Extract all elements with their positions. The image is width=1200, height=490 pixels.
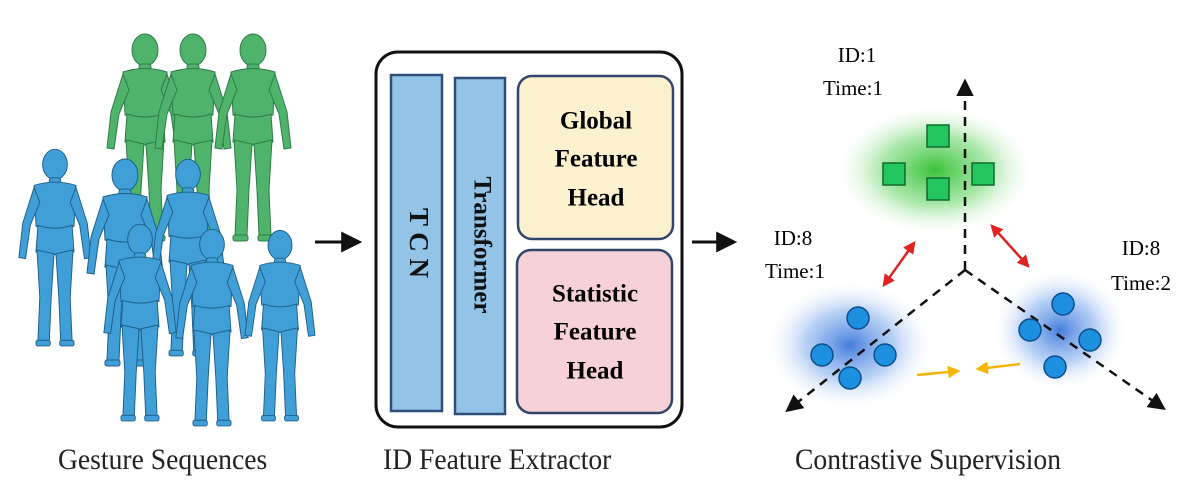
axis-down-left xyxy=(785,269,966,413)
statistic-feature-head xyxy=(515,248,674,415)
caption-gesture-sequences: Gesture Sequences xyxy=(58,443,268,476)
blue-dot xyxy=(873,343,897,367)
blue-figures xyxy=(18,148,316,427)
global-head-line2: Feature xyxy=(555,146,638,173)
tcn-label: T C N xyxy=(404,208,434,279)
blue-left-id-label: ID:8 xyxy=(774,226,813,250)
green-square xyxy=(926,177,950,201)
statistic-head-line2: Feature xyxy=(554,319,637,346)
blue-dots-right xyxy=(1018,292,1102,379)
contrastive-space: ID:1 Time:1 ID:8 Time:1 ID:8 Time:2 xyxy=(765,43,1171,413)
gesture-figures xyxy=(18,33,316,427)
blue-right-id-label: ID:8 xyxy=(1122,236,1161,260)
blue-dot xyxy=(1018,318,1042,342)
green-time-label: Time:1 xyxy=(823,76,883,100)
blue-dot xyxy=(1043,355,1067,379)
blue-dots-left xyxy=(810,306,897,390)
transformer-label: Transformer xyxy=(468,177,495,314)
global-head-line1: Global xyxy=(560,108,632,135)
blue-left-time-label: Time:1 xyxy=(765,259,825,283)
blue-left-cluster-glow xyxy=(770,283,930,407)
repel-arrow-right xyxy=(990,224,1030,268)
tcn-block xyxy=(389,73,444,413)
extractor-box: T C N Transformer Global Feature Head St… xyxy=(374,50,684,429)
green-cluster-glow xyxy=(840,108,1030,232)
global-feature-head xyxy=(516,74,675,241)
attract-arrow-b xyxy=(975,361,1021,375)
axis-down-right xyxy=(964,268,1166,411)
green-id-label: ID:1 xyxy=(838,43,877,67)
statistic-head-line1: Statistic xyxy=(552,281,638,308)
blue-dot xyxy=(1078,328,1102,352)
statistic-head-line3: Head xyxy=(567,358,624,385)
caption-id-feature-extractor: ID Feature Extractor xyxy=(383,443,612,476)
blue-dot xyxy=(838,366,862,390)
blue-right-time-label: Time:2 xyxy=(1111,271,1171,295)
green-square xyxy=(926,124,950,148)
blue-right-cluster-glow xyxy=(995,272,1125,388)
global-head-line3: Head xyxy=(568,185,625,212)
repel-arrow-left xyxy=(882,240,916,288)
blue-dot xyxy=(1051,292,1075,316)
green-squares xyxy=(882,124,995,201)
green-square xyxy=(971,162,995,186)
blue-dot xyxy=(846,306,870,330)
attract-arrow-a xyxy=(916,365,961,379)
transformer-block xyxy=(453,76,507,416)
green-square xyxy=(882,162,906,186)
blue-dot xyxy=(810,343,834,367)
caption-contrastive-supervision: Contrastive Supervision xyxy=(795,443,1062,476)
